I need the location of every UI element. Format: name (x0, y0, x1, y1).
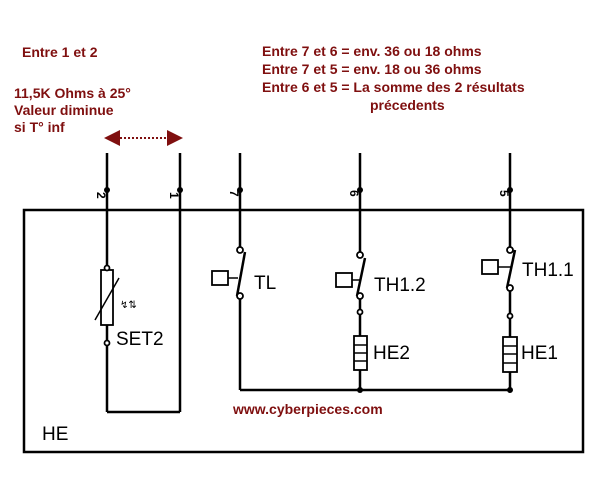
box-label: HE (42, 424, 68, 445)
terminal-5: 5 (497, 190, 511, 197)
switch-tl-label: TL (254, 273, 276, 294)
switch-th11-label: TH1.1 (522, 260, 574, 281)
terminal-6: 6 (347, 190, 361, 197)
switch-th12 (355, 257, 367, 297)
terminal-1: 1 (167, 192, 181, 199)
temperature-icon: ↯⇅ (120, 300, 137, 311)
terminal-2: 2 (94, 192, 108, 199)
note-thermistor-condition: si T° inf (14, 119, 65, 135)
housing-box (22, 208, 585, 454)
note-measure-7-6: Entre 7 et 6 = env. 36 ou 18 ohms (262, 43, 482, 59)
heater-he1-label: HE1 (521, 343, 558, 364)
heater-he2-label: HE2 (373, 343, 410, 364)
switch-th12-label: TH1.2 (374, 275, 426, 296)
thermal-icon (335, 272, 353, 288)
website-link[interactable]: www.cyberpieces.com (233, 401, 383, 417)
note-thermistor-behaviour: Valeur diminue (14, 102, 114, 118)
note-between-1-2: Entre 1 et 2 (22, 44, 98, 60)
note-thermistor-value: 11,5K Ohms à 25° (14, 85, 131, 101)
terminal-7: 7 (227, 190, 241, 197)
thermistor-label: SET2 (116, 329, 164, 350)
note-measure-7-5: Entre 7 et 5 = env. 18 ou 36 ohms (262, 61, 482, 77)
thermal-icon (211, 270, 229, 286)
note-measure-6-5-cont: précedents (370, 97, 445, 113)
note-measure-6-5: Entre 6 et 5 = La somme des 2 résultats (262, 79, 525, 95)
thermal-icon (481, 259, 499, 275)
switch-tl (235, 251, 247, 297)
switch-th11 (505, 249, 517, 289)
